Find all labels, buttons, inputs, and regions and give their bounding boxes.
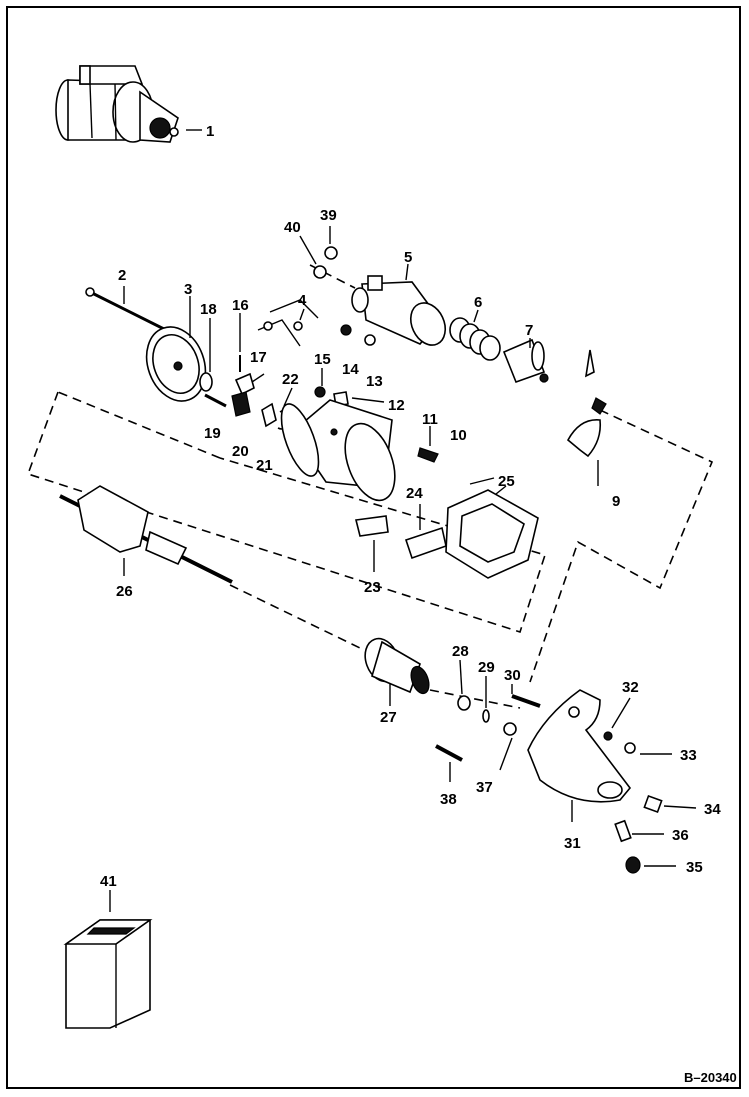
callout-19: 19 [204, 425, 221, 442]
callout-28: 28 [452, 643, 469, 660]
pole-shoe [355, 515, 389, 537]
plunger-spring [449, 317, 501, 361]
callout-26: 26 [116, 583, 133, 600]
pole-shoe [404, 526, 447, 560]
washer [364, 334, 376, 346]
washer [457, 695, 471, 711]
callout-20: 20 [232, 443, 249, 460]
callout-35: 35 [686, 859, 703, 876]
nut [324, 246, 338, 260]
callout-6: 6 [474, 294, 482, 311]
diagram-frame [6, 6, 741, 1089]
callout-30: 30 [504, 667, 521, 684]
callout-4: 4 [298, 292, 307, 309]
callout-1: 1 [206, 123, 214, 140]
field-coil [445, 477, 539, 579]
callout-7: 7 [525, 322, 533, 339]
callout-5: 5 [404, 249, 412, 266]
drive-housing [527, 689, 632, 803]
pin [435, 744, 463, 762]
end-frame [145, 326, 207, 402]
armature [59, 485, 233, 584]
callout-11: 11 [422, 411, 438, 428]
bushing [614, 819, 632, 843]
callout-37: 37 [476, 779, 493, 796]
bolt [511, 694, 541, 708]
callout-34: 34 [704, 801, 721, 818]
callout-38: 38 [440, 791, 457, 808]
starter-assembly [55, 65, 179, 143]
plunger [502, 338, 549, 384]
callout-21: 21 [256, 457, 273, 474]
callout-25: 25 [498, 473, 515, 490]
screw [417, 447, 439, 463]
callout-22: 22 [282, 371, 299, 388]
nut [624, 742, 636, 754]
leader-lines [109, 129, 697, 912]
callout-41: 41 [100, 873, 117, 890]
plug [643, 794, 663, 814]
callout-31: 31 [564, 835, 581, 852]
callout-10: 10 [450, 427, 467, 444]
retainer-ring [482, 709, 490, 723]
callout-labels: 1 2 3 4 5 6 7 9 10 11 12 13 14 15 16 17 … [100, 123, 721, 890]
callout-32: 32 [622, 679, 639, 696]
brush-springs [257, 299, 319, 347]
callout-23: 23 [364, 579, 381, 596]
solenoid [351, 275, 447, 346]
kit-box [63, 919, 153, 1029]
nut [340, 324, 352, 336]
callout-18: 18 [200, 301, 217, 318]
field-frame [280, 399, 396, 502]
callout-9: 9 [612, 493, 620, 510]
brush-holder-parts [204, 355, 292, 430]
callout-27: 27 [380, 709, 397, 726]
callout-40: 40 [284, 219, 301, 236]
bushing [503, 722, 517, 736]
shift-lever [566, 349, 607, 458]
plug [625, 856, 641, 874]
callout-12: 12 [388, 397, 405, 414]
callout-29: 29 [478, 659, 495, 676]
callout-16: 16 [232, 297, 249, 314]
callout-14: 14 [342, 361, 359, 378]
lock-washer [603, 731, 613, 741]
drawing-reference: B–20340 [684, 1070, 737, 1085]
callout-13: 13 [366, 373, 383, 390]
drive-assembly [364, 637, 430, 695]
callout-2: 2 [118, 267, 126, 284]
callout-17: 17 [250, 349, 267, 366]
o-ring [199, 372, 213, 392]
callout-33: 33 [680, 747, 697, 764]
callout-36: 36 [672, 827, 689, 844]
washer [314, 386, 326, 398]
washer [313, 265, 327, 279]
callout-15: 15 [314, 351, 331, 368]
callout-39: 39 [320, 207, 337, 224]
callout-24: 24 [406, 485, 423, 502]
callout-3: 3 [184, 281, 192, 298]
